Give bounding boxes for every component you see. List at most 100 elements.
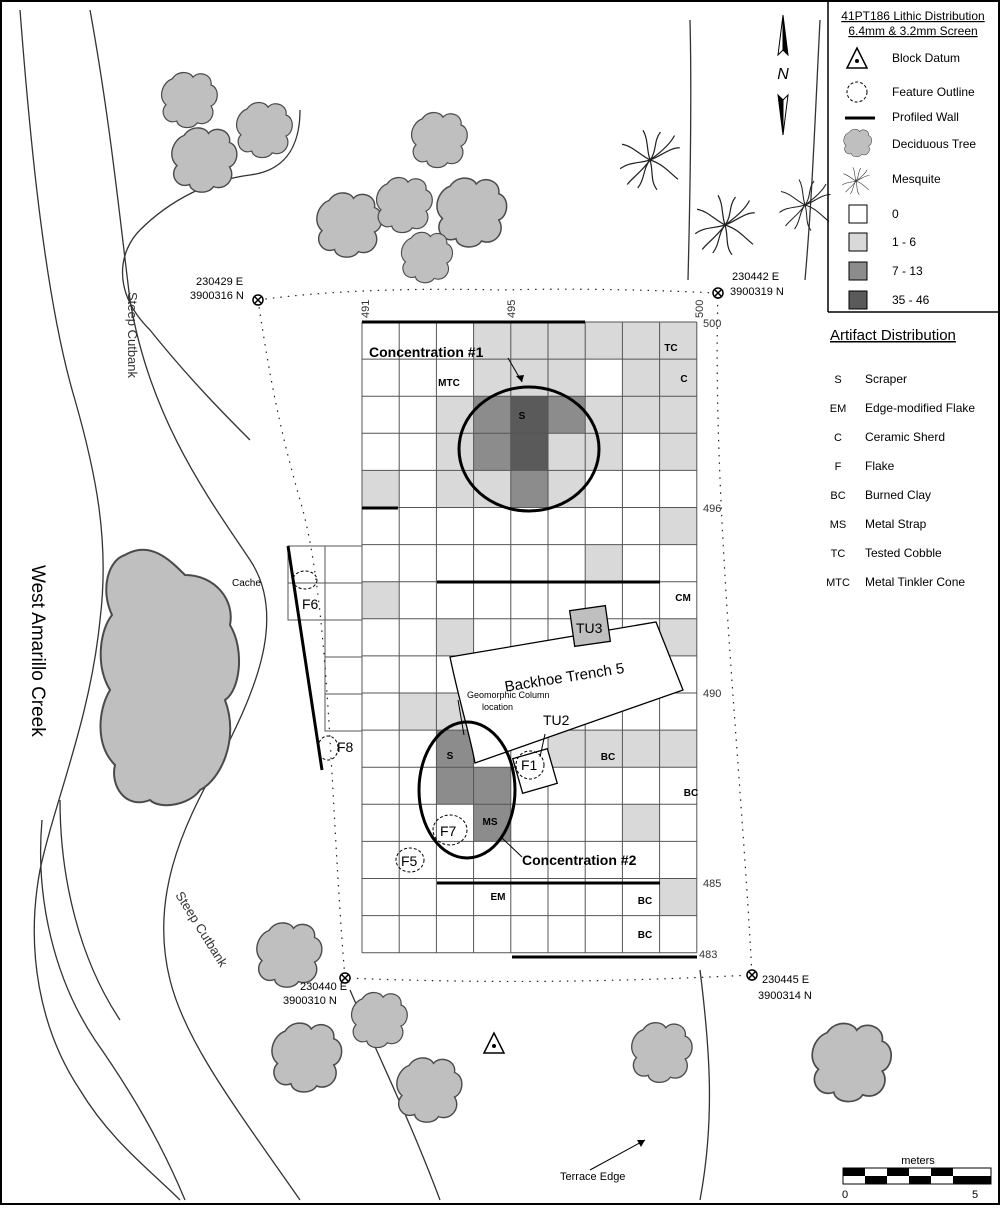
corner-marker-ne: [712, 287, 724, 299]
artifact-code-tc: TC: [831, 548, 846, 560]
grid-cell-shaded: [436, 470, 474, 508]
feature-label-f6: F6: [302, 596, 319, 612]
test-unit-3-label: TU3: [576, 620, 603, 636]
grid-cell-shaded: [585, 396, 623, 434]
feature-outlines: [292, 570, 545, 873]
grid-cell-shaded: [548, 730, 586, 768]
legend-swatch-1: [848, 232, 868, 252]
concentration-2-label: Concentration #2: [522, 852, 637, 868]
artifact-label-tested-cobble: Tested Cobble: [865, 546, 942, 560]
nw-easting: 230429 E: [196, 276, 243, 288]
deciduous-tree-icon: [436, 177, 508, 248]
feature-label-f1: F1: [521, 757, 538, 773]
deciduous-tree-icon: [400, 231, 454, 284]
corner-coordinates: 230429 E 3900316 N 230442 E 3900319 N 23…: [190, 271, 812, 1007]
artifact-bc2: BC: [684, 788, 698, 799]
artifact-distribution-title: Artifact Distribution: [830, 327, 956, 344]
grid-label-n485: 485: [703, 878, 721, 890]
block-boundary: [257, 288, 753, 983]
scale-min-label: 0: [842, 1189, 848, 1201]
deciduous-tree-icon: [235, 101, 293, 159]
corner-marker-se: [746, 969, 758, 981]
feature-labels: F6 F8 F5 F7 F1: [302, 596, 538, 869]
artifact-label-scraper: Scraper: [865, 372, 907, 386]
feature-outline-cache: [292, 570, 318, 590]
legend-class-3: 35 - 46: [892, 293, 930, 307]
mesquite-icon: [778, 178, 832, 232]
artifact-label-flake: Flake: [865, 459, 895, 473]
grid-cell-shaded: [436, 433, 474, 471]
se-easting: 230445 E: [762, 974, 809, 986]
concentration-1-outline: [457, 385, 601, 513]
creek-label: West Amarillo Creek: [27, 565, 48, 737]
se-northing: 3900314 N: [758, 990, 812, 1002]
large-tree-icon: [99, 548, 241, 807]
artifact-bc4: BC: [638, 930, 652, 941]
artifact-label-metal-strap: Metal Strap: [865, 517, 927, 531]
artifact-label-metal-tinkler-cone: Metal Tinkler Cone: [865, 575, 965, 589]
grid-cell-shaded: [585, 322, 623, 360]
grid-label-n490: 490: [703, 688, 721, 700]
concentration-1-label: Concentration #1: [369, 344, 484, 360]
artifact-distribution-legend: Artifact Distribution S Scraper EM Edge-…: [826, 327, 975, 589]
deciduous-tree-icon: [375, 176, 433, 234]
legend-item-feature-outline: Feature Outline: [892, 85, 975, 99]
deciduous-tree-icon: [271, 1022, 343, 1093]
grid-cell-shaded: [436, 730, 474, 768]
feature-label-f8: F8: [337, 739, 354, 755]
mesquite-icon: [619, 129, 681, 191]
artifact-cm: CM: [675, 593, 691, 604]
legend-feature-outline-icon: [846, 81, 868, 103]
scale-bar: meters 0 5: [842, 1155, 992, 1201]
nw-northing: 3900316 N: [190, 290, 244, 302]
concentration-2-outline: [417, 720, 517, 860]
grid-cell-shaded: [622, 804, 660, 842]
grid-cell-shaded: [510, 359, 548, 397]
feature-outline-f8: [317, 735, 339, 761]
grid-cell-shaded: [510, 470, 548, 508]
legend-block-datum-icon: [845, 46, 869, 69]
grid-cell-west: [324, 619, 363, 658]
grid-axis-labels: 491 495 500 500 496 490 485 483: [360, 300, 721, 961]
test-unit-2-label: TU2: [543, 712, 570, 728]
grid-cell-shaded: [659, 322, 697, 360]
grid-cell-shaded: [659, 730, 697, 768]
grid-cell-west: [324, 693, 363, 732]
sw-northing: 3900310 N: [283, 995, 337, 1007]
grid-cell-shaded: [622, 396, 660, 434]
artifact-code-em: EM: [830, 403, 847, 415]
deciduous-tree-icon: [316, 192, 383, 258]
legend-deciduous-tree-icon: [843, 128, 872, 158]
cutbank-upper-label: Steep Cutbank: [125, 292, 140, 379]
grid-cell-shaded: [548, 433, 586, 471]
sw-easting: 230440 E: [300, 981, 347, 993]
artifact-s1: S: [519, 411, 526, 422]
grid-cell-shaded: [473, 322, 511, 360]
legend-class-1: 1 - 6: [892, 235, 916, 249]
legend-item-deciduous-tree: Deciduous Tree: [892, 137, 976, 151]
grid-cell-shaded: [622, 730, 660, 768]
artifact-bc3: BC: [638, 896, 652, 907]
artifact-code-s: S: [834, 374, 841, 386]
legend-class-0: 0: [892, 207, 899, 221]
artifact-bc1: BC: [601, 752, 615, 763]
grid-artifact-codes: TC C MTC S CM S MS BC BC BC BC EM: [438, 343, 698, 941]
grid-cell-shaded: [473, 767, 511, 805]
feature-outline-f5: [395, 847, 425, 873]
geomorphic-column-label-line1: Geomorphic Column: [467, 690, 550, 700]
scale-max-label: 5: [972, 1189, 978, 1201]
ne-northing: 3900319 N: [730, 286, 784, 298]
grid-cell-shaded: [436, 396, 474, 434]
deciduous-tree-icon: [350, 991, 408, 1049]
test-unit-3: [568, 604, 612, 648]
corner-markers: [252, 287, 758, 984]
grid-cell-shaded: [362, 581, 400, 619]
artifact-label-edge-modified-flake: Edge-modified Flake: [865, 401, 975, 415]
artifact-code-ms: MS: [830, 519, 847, 531]
grid-cell-shaded: [622, 359, 660, 397]
grid-label-n483: 483: [699, 949, 717, 961]
grid-cell-west: [287, 545, 326, 584]
grid-cell-shaded: [473, 396, 511, 434]
grid-cell-shaded: [659, 396, 697, 434]
